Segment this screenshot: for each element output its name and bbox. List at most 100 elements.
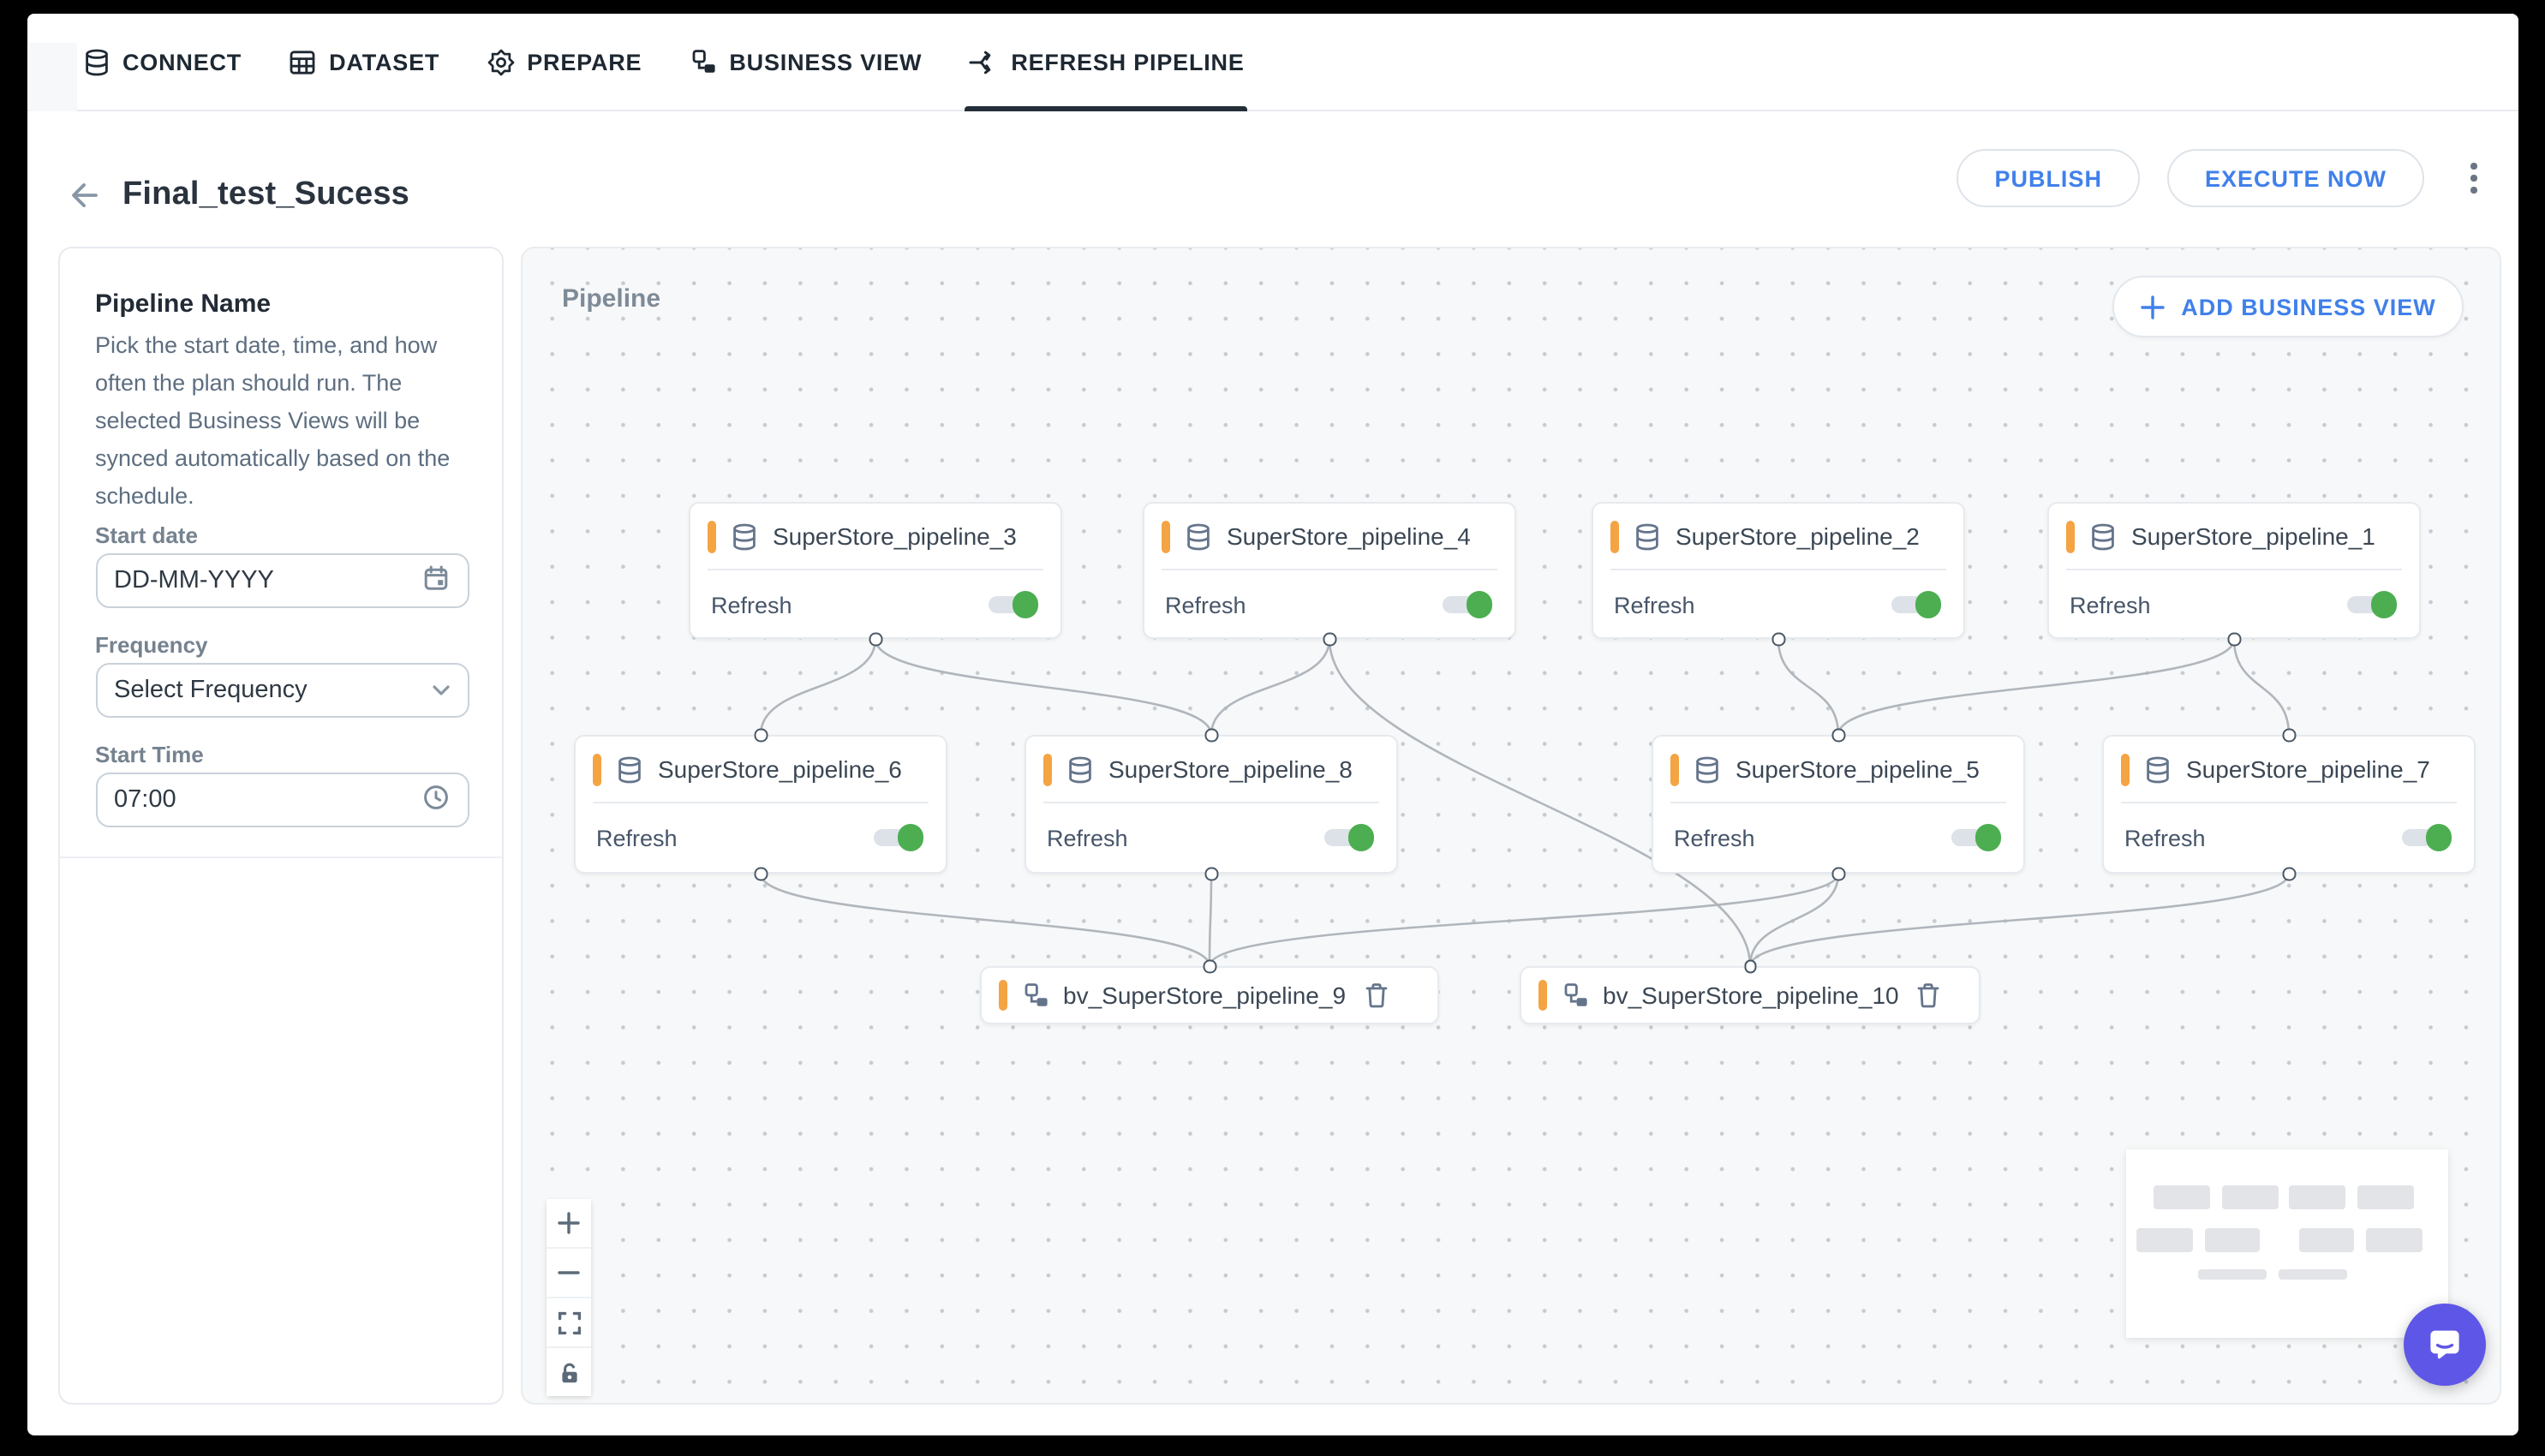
tab-strip-stub [28, 43, 76, 111]
panel-description: Pick the start date, time, and how often… [95, 332, 451, 509]
bottom-port[interactable] [1771, 632, 1785, 646]
refresh-toggle[interactable] [1443, 591, 1492, 618]
start-time-label: Start Time [95, 742, 204, 767]
toggle-knob [1466, 591, 1492, 618]
refresh-label: Refresh [1165, 592, 1246, 618]
node-accent-bar [1043, 753, 1052, 785]
toggle-knob [1974, 824, 2001, 851]
zoom-in-button[interactable] [547, 1199, 591, 1247]
edge-p1-p5 [1837, 638, 2236, 736]
tab-connect[interactable]: CONNECT [81, 14, 242, 111]
minimap-node [2366, 1227, 2423, 1253]
page-title: Final_test_Sucess [122, 176, 410, 212]
dataset-node-superstore-pipeline-2[interactable]: SuperStore_pipeline_2 Refresh [1592, 502, 1965, 639]
database-icon [2088, 522, 2118, 551]
app-window: CONNECT DATASET PREPARE BUSINESS VIEW REFRES… [27, 14, 2518, 1435]
toggle-knob [1347, 824, 1374, 851]
bottom-port[interactable] [754, 867, 768, 880]
tab-label: BUSINESS VIEW [729, 50, 923, 75]
tab-refresh-pipeline[interactable]: REFRESH PIPELINE [965, 14, 1249, 111]
fit-view-button[interactable] [547, 1298, 591, 1346]
node-title: SuperStore_pipeline_2 [1676, 522, 1920, 550]
zoom-out-button[interactable] [547, 1249, 591, 1297]
top-port[interactable] [1831, 728, 1845, 742]
start-date-input[interactable]: DD-MM-YYYY [95, 553, 469, 608]
database-icon [615, 755, 644, 784]
top-port[interactable] [754, 728, 768, 742]
minimap-node [2204, 1227, 2261, 1253]
toggle-knob [1012, 591, 1038, 618]
business-view-icon [1560, 981, 1589, 1010]
start-time-input[interactable]: 07:00 [95, 773, 469, 827]
tab-dataset[interactable]: DATASET [288, 14, 439, 111]
refresh-toggle[interactable] [989, 591, 1038, 618]
bottom-port[interactable] [869, 632, 882, 646]
edge-p8-bv9 [1208, 873, 1213, 967]
edge-p3-p6 [759, 638, 877, 736]
database-icon [2143, 755, 2172, 784]
refresh-toggle[interactable] [1951, 824, 2001, 851]
bottom-port[interactable] [1323, 632, 1336, 646]
refresh-toggle[interactable] [2402, 824, 2452, 851]
refresh-toggle[interactable] [1324, 824, 1374, 851]
refresh-toggle[interactable] [874, 824, 923, 851]
tab-label: CONNECT [122, 50, 242, 75]
clock-icon [421, 782, 450, 818]
minimap-node [2279, 1268, 2348, 1280]
node-title: SuperStore_pipeline_8 [1108, 755, 1353, 783]
database-icon [1633, 522, 1662, 551]
pipeline-canvas[interactable]: SuperStore_pipeline_3 Refresh SuperStore… [521, 247, 2501, 1405]
lock-button[interactable] [547, 1348, 591, 1396]
execute-now-button[interactable]: EXECUTE NOW [2166, 149, 2424, 207]
refresh-toggle[interactable] [2347, 591, 2397, 618]
business-view-node-bv-superstore-pipeline-9[interactable]: bv_SuperStore_pipeline_9 [980, 966, 1439, 1024]
database-icon [730, 522, 759, 551]
dataset-node-superstore-pipeline-3[interactable]: SuperStore_pipeline_3 Refresh [689, 502, 1062, 639]
panel-divider [59, 856, 501, 858]
dataset-node-superstore-pipeline-8[interactable]: SuperStore_pipeline_8 Refresh [1025, 735, 1398, 874]
more-options-icon[interactable] [2460, 159, 2488, 197]
bottom-port[interactable] [2282, 867, 2296, 880]
dataset-node-superstore-pipeline-4[interactable]: SuperStore_pipeline_4 Refresh [1143, 502, 1516, 639]
refresh-toggle[interactable] [1891, 591, 1941, 618]
gear-icon [486, 48, 515, 77]
edge-p4-p8 [1210, 638, 1331, 736]
top-port[interactable] [1203, 959, 1216, 973]
back-button[interactable] [66, 178, 100, 212]
frequency-select[interactable]: Select Frequency [95, 663, 469, 718]
chat-launcher-button[interactable] [2404, 1304, 2486, 1386]
tab-label: REFRESH PIPELINE [1011, 50, 1245, 75]
minimap-node [2298, 1227, 2355, 1253]
delete-icon[interactable] [1363, 982, 1389, 1009]
dataset-node-superstore-pipeline-1[interactable]: SuperStore_pipeline_1 Refresh [2047, 502, 2421, 639]
minimap-node [2154, 1185, 2211, 1210]
tab-business-view[interactable]: BUSINESS VIEW [688, 14, 922, 111]
publish-button[interactable]: PUBLISH [1957, 149, 2140, 207]
refresh-label: Refresh [596, 825, 678, 850]
node-title: SuperStore_pipeline_6 [658, 755, 902, 783]
bottom-port[interactable] [1831, 867, 1845, 880]
dataset-node-superstore-pipeline-5[interactable]: SuperStore_pipeline_5 Refresh [1652, 735, 2025, 874]
tab-prepare[interactable]: PREPARE [486, 14, 642, 111]
dataset-node-superstore-pipeline-6[interactable]: SuperStore_pipeline_6 Refresh [574, 735, 947, 874]
pipeline-icon [968, 48, 999, 77]
node-accent-bar [593, 753, 601, 785]
frequency-label: Frequency [95, 632, 208, 658]
toggle-knob [2425, 824, 2452, 851]
node-title: SuperStore_pipeline_7 [2186, 755, 2430, 783]
node-accent-bar [708, 520, 716, 552]
zoom-controls [547, 1199, 591, 1396]
minimap[interactable] [2126, 1149, 2448, 1338]
bottom-port[interactable] [2227, 632, 2241, 646]
business-view-node-bv-superstore-pipeline-10[interactable]: bv_SuperStore_pipeline_10 [1520, 966, 1980, 1024]
delete-icon[interactable] [1916, 982, 1942, 1009]
top-port[interactable] [1743, 959, 1757, 973]
bottom-port[interactable] [1204, 867, 1218, 880]
add-business-view-button[interactable]: ADD BUSINESS VIEW [2112, 276, 2464, 337]
node-accent-bar [1162, 520, 1170, 552]
top-port[interactable] [2282, 728, 2296, 742]
dataset-node-superstore-pipeline-7[interactable]: SuperStore_pipeline_7 Refresh [2102, 735, 2476, 874]
calendar-icon [421, 563, 450, 599]
top-port[interactable] [1204, 728, 1218, 742]
